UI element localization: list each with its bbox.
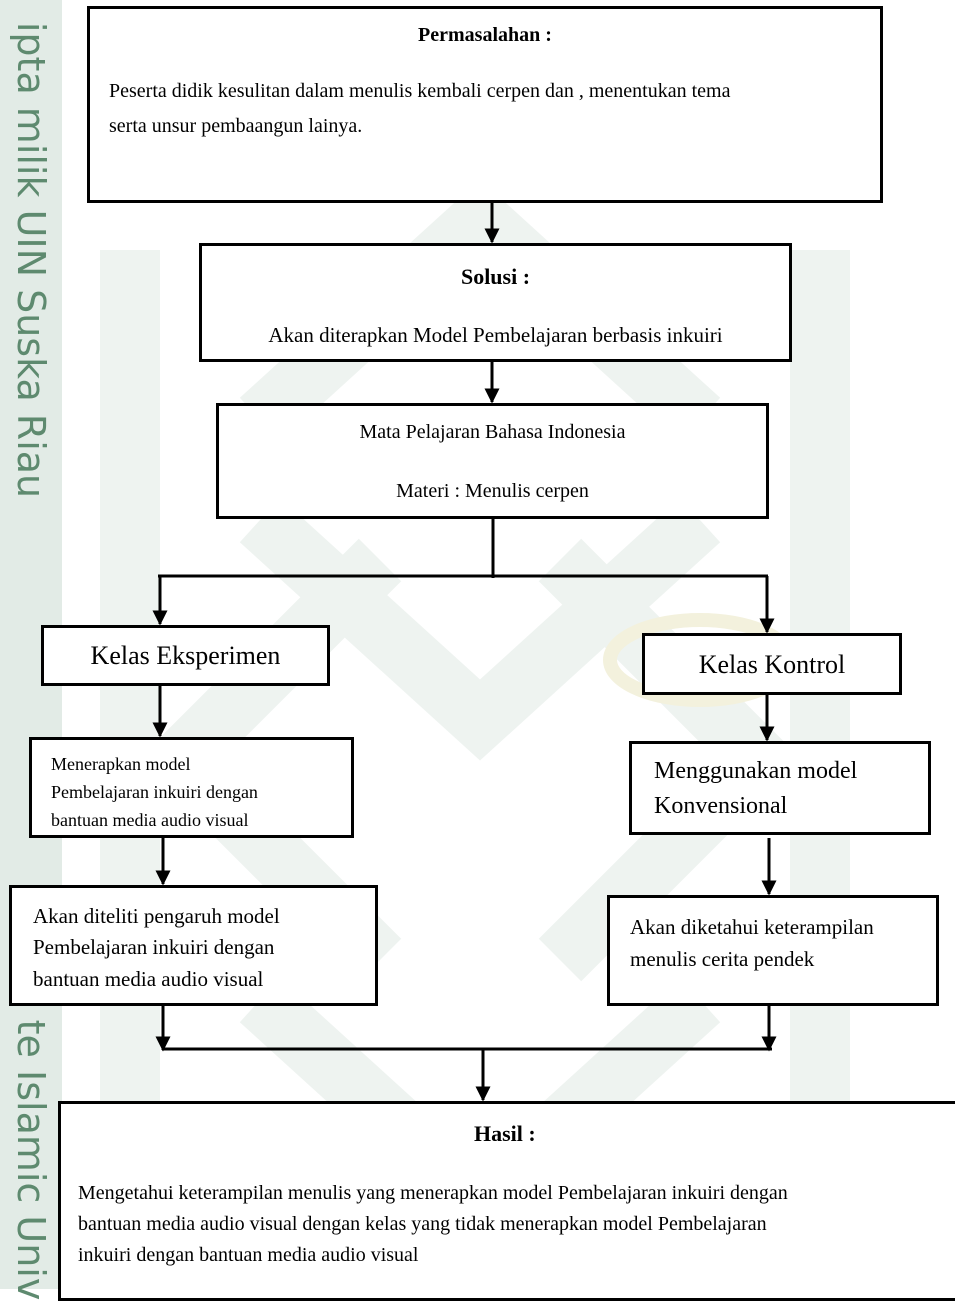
experiment-class-box: Kelas Eksperimen [41, 625, 330, 686]
result-box: Hasil : Mengetahui keterampilan menulis … [58, 1101, 955, 1301]
control-study-line-1: Akan diketahui keterampilan [630, 915, 874, 939]
experiment-study-line-1: Akan diteliti pengaruh model [33, 904, 280, 928]
experiment-class-label: Kelas Eksperimen [90, 641, 281, 670]
experiment-method-line-2: Pembelajaran inkuiri dengan [51, 782, 258, 802]
solution-text: Akan diterapkan Model Pembelajaran berba… [268, 323, 723, 347]
experiment-study-box: Akan diteliti pengaruh model Pembelajara… [9, 885, 378, 1006]
solution-title: Solusi : [460, 264, 531, 289]
experiment-study-line-3: bantuan media audio visual [33, 967, 264, 991]
problem-title: Permasalahan : [418, 24, 552, 46]
experiment-method-box: Menerapkan model Pembelajaran inkuiri de… [29, 737, 354, 838]
control-method-line-2: Konvensional [654, 793, 788, 819]
experiment-study-line-2: Pembelajaran inkuiri dengan [33, 935, 275, 959]
problem-text-line-2: serta unsur pembaangun lainya. [109, 115, 363, 137]
control-method-box: Menggunakan model Konvensional [629, 741, 931, 835]
problem-text-line-1: Peserta didik kesulitan dalam menulis ke… [109, 80, 731, 102]
experiment-method-line-1: Menerapkan model [51, 754, 191, 774]
subject-box: Mata Pelajaran Bahasa Indonesia Materi :… [216, 403, 769, 519]
experiment-method-line-3: bantuan media audio visual [51, 810, 249, 830]
control-study-box: Akan diketahui keterampilan menulis ceri… [607, 895, 939, 1006]
subject-text-line-2: Materi : Menulis cerpen [396, 480, 589, 502]
result-text-line-1: Mengetahui keterampilan menulis yang men… [78, 1182, 788, 1204]
control-method-line-1: Menggunakan model [654, 758, 858, 784]
result-text-line-3: inkuiri dengan bantuan media audio visua… [78, 1244, 419, 1266]
control-class-label: Kelas Kontrol [698, 650, 846, 679]
control-class-box: Kelas Kontrol [642, 633, 902, 695]
result-title: Hasil : [474, 1121, 536, 1146]
subject-text-line-1: Mata Pelajaran Bahasa Indonesia [359, 421, 626, 443]
control-study-line-2: menulis cerita pendek [630, 947, 815, 971]
result-text-line-2: bantuan media audio visual dengan kelas … [78, 1213, 767, 1235]
problem-box: Permasalahan : Peserta didik kesulitan d… [87, 6, 883, 203]
solution-box: Solusi : Akan diterapkan Model Pembelaja… [199, 243, 792, 362]
